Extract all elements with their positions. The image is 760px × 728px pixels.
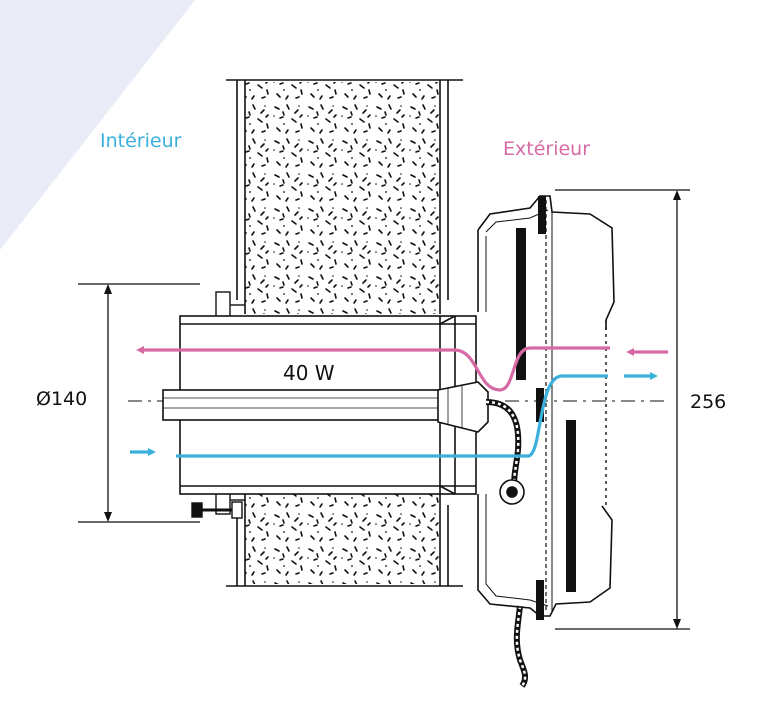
- power-cable: [485, 399, 529, 688]
- diameter-dimension: [78, 283, 200, 523]
- height-dimension: [555, 189, 690, 630]
- outer-housing: [477, 195, 615, 617]
- supply-airflow: [130, 372, 658, 458]
- cable-gland: [499, 479, 525, 505]
- height-label: 256: [690, 391, 727, 413]
- louver-blades: [516, 228, 576, 592]
- diameter-label: Ø140: [36, 388, 88, 410]
- interior-label: Intérieur: [100, 130, 182, 152]
- background-tint: [0, 0, 195, 250]
- clamp-plates: [536, 196, 546, 620]
- fixing-screw: [191, 501, 243, 519]
- extract-airflow: [136, 346, 668, 392]
- heating-element: [162, 381, 489, 433]
- wall: [226, 79, 463, 587]
- power-label: 40 W: [283, 361, 335, 385]
- exterior-label: Extérieur: [503, 138, 591, 160]
